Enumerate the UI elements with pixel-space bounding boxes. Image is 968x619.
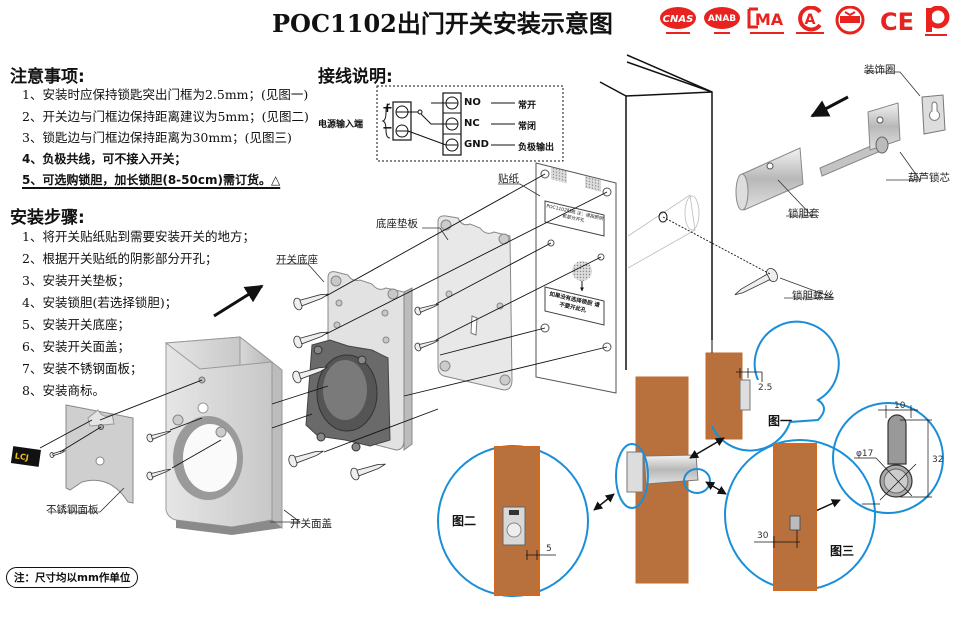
steel-panel-part <box>65 404 134 504</box>
label-switch-base: 开关底座 <box>276 254 318 266</box>
precautions-list: 1、安装时应保持锁匙突出门框为2.5mm；(见图一) 2、开关边与门框边保持距离… <box>22 84 309 192</box>
terminal-nc: NC <box>464 118 480 129</box>
cnas-logo: CNAS <box>660 7 696 34</box>
fig2-dim-value: 5 <box>546 544 552 554</box>
screw <box>49 450 66 458</box>
lcj-badge-text: LCJ <box>14 451 29 462</box>
ce-logo: CE <box>880 8 914 36</box>
terminal-nc-desc: 常闭 <box>518 122 537 132</box>
terminal-no-desc: 常开 <box>518 101 537 111</box>
switch-base-part <box>305 271 413 452</box>
leader-lines <box>48 71 921 523</box>
fig1-dimension <box>736 368 763 382</box>
terminal-no: NO <box>464 97 481 108</box>
fig3-dim-width: 10 <box>894 401 906 411</box>
ce-text: CE <box>880 8 914 36</box>
step-item: 5、安装开关底座； <box>22 317 130 332</box>
cal-logo: A <box>796 6 824 34</box>
fig1-callout <box>711 320 840 452</box>
screws <box>49 267 778 481</box>
fig2-source-callout <box>615 443 649 509</box>
fig3-source-callout <box>683 468 711 494</box>
fig3-label: 图三 <box>830 544 855 558</box>
wiring-diagram <box>376 85 564 162</box>
precaution-item: 5、可选购锁胆，加长锁胆(8-50cm)需订货。△ <box>22 173 281 187</box>
screw <box>292 366 328 384</box>
fig3-detail-callout <box>832 402 944 514</box>
label-cylinder-screw: 锁胆螺丝 <box>792 290 834 302</box>
power-input-label: 电源输入端 <box>318 120 364 130</box>
step-item: 8、安装商标。 <box>22 383 105 398</box>
anab-text: ANAB <box>708 14 736 24</box>
install-direction-arrow <box>213 284 264 318</box>
precaution-item: 4、负极共线，可不接入开关； <box>22 151 187 166</box>
sticker-part <box>535 162 617 394</box>
cal-text: A <box>805 12 816 28</box>
fig3-dim-diameter: φ17 <box>856 449 874 459</box>
precaution-item: 1、安装时应保持锁匙突出门框为2.5mm；(见图一) <box>22 87 309 102</box>
screw <box>146 468 172 481</box>
precautions-heading: 注意事项: <box>10 67 85 87</box>
precaution-item: 3、锁匙边与门框边保持距离为30mm；(见图三) <box>22 130 292 145</box>
screw <box>146 430 172 443</box>
precaution-item: 2、开关边与门框边保持距离建议为5mm；(见图二) <box>22 108 309 124</box>
label-cylinder-sleeve: 锁胆套 <box>788 208 820 220</box>
screw <box>350 463 386 481</box>
anab-logo: ANAB <box>704 7 740 34</box>
door-frame <box>599 54 713 370</box>
cma-logo: MA <box>747 7 784 34</box>
fig3-dim-height: 32 <box>932 455 944 465</box>
screw <box>293 331 329 349</box>
label-switch-cover: 开关面盖 <box>290 518 332 530</box>
fig2-label: 图二 <box>452 514 477 528</box>
unit-note: 注：尺寸均以mm作单位 <box>6 567 139 588</box>
label-decor-ring: 装饰圈 <box>864 64 896 76</box>
screw <box>293 293 329 311</box>
screw <box>734 267 778 296</box>
screw <box>414 339 440 352</box>
fig3-dim-offset: 30 <box>757 531 769 541</box>
steps-heading: 安装步骤: <box>10 208 85 228</box>
step-item: 4、安装锁胆(若选择锁胆)； <box>22 295 178 310</box>
lock-cylinder-parts <box>735 94 946 211</box>
alignment-lines <box>39 173 771 469</box>
switch-cover-part <box>164 335 283 535</box>
terminal-gnd-desc: 负极输出 <box>518 143 555 153</box>
step-item: 3、安装开关垫板； <box>22 273 130 288</box>
step-item: 2、根据开关贴纸的阴影部分开孔； <box>22 251 218 266</box>
door-overview <box>626 340 751 584</box>
cylinder-direction-arrow <box>810 95 849 118</box>
base-pad-part <box>437 215 513 391</box>
p-logo <box>925 6 950 36</box>
terminal-gnd: GND <box>464 139 489 150</box>
cma-text: MA <box>755 10 784 29</box>
lcj-badge: LCJ <box>10 446 41 467</box>
seal-logo <box>835 6 865 35</box>
fig2-detail <box>494 446 556 596</box>
page-title: POC1102出门开关安装示意图 <box>272 9 613 38</box>
label-gourd-core: 葫芦锁芯 <box>908 172 950 184</box>
cnas-text: CNAS <box>663 14 694 25</box>
wiring-heading: 接线说明: <box>318 67 393 87</box>
screw <box>414 303 440 316</box>
minus-sign: − <box>382 121 393 136</box>
fig1-label: 图一 <box>768 414 793 428</box>
screw <box>288 450 324 468</box>
step-item: 6、安装开关面盖； <box>22 339 130 354</box>
fig1-dim-value: 2.5 <box>758 383 773 393</box>
label-base-pad: 底座垫板 <box>376 218 418 230</box>
step-item: 7、安装不锈钢面板； <box>22 361 143 376</box>
step-item: 1、将开关贴纸贴到需要安装开关的地方； <box>22 229 255 244</box>
plus-sign: + <box>382 101 393 116</box>
label-steel-panel: 不锈钢面板 <box>46 504 99 516</box>
fig3-detail <box>754 405 932 591</box>
steps-list: 1、将开关贴纸贴到需要安装开关的地方； 2、根据开关贴纸的阴影部分开孔； 3、安… <box>22 226 255 402</box>
label-sticker: 贴纸 <box>498 173 519 185</box>
